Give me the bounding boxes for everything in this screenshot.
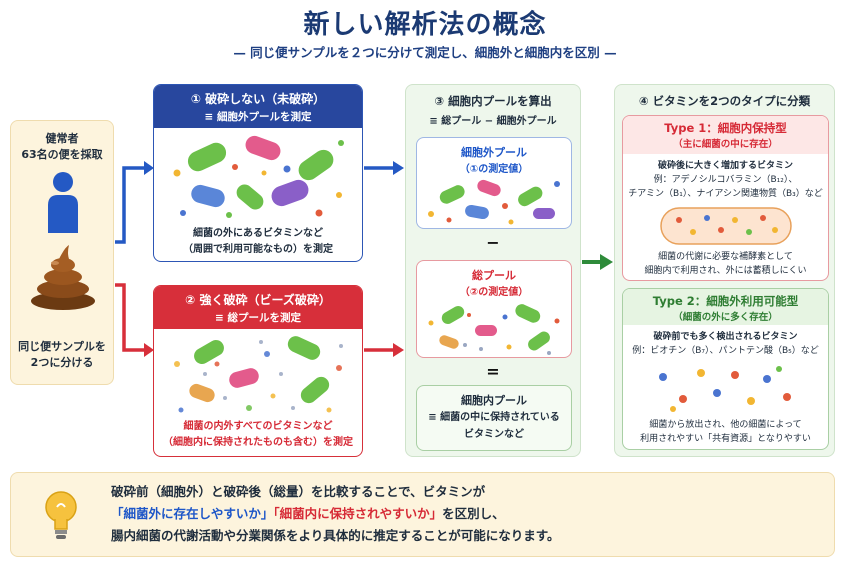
broken-definition: ≡ 総プールを測定 xyxy=(215,312,301,324)
broken-desc-1: 細菌の内外すべてのビタミンなど xyxy=(183,421,333,432)
bacteria-illustration-broken xyxy=(174,336,343,413)
type1-line-5: 細胞内で利用され、外には蓄積しにくい xyxy=(644,266,807,276)
vitamin-dot-icon xyxy=(659,366,791,412)
summary-extracellular-phrase: 「細菌外に存在しやすいか」 xyxy=(111,506,274,521)
split-label-2: 2つに分ける xyxy=(30,356,94,369)
type1-header: Type 1：細胞内保持型 （主に細菌の中に存在） xyxy=(623,116,828,154)
subject-label: 健常者 xyxy=(45,132,79,145)
type1-title: Type 1：細胞内保持型 xyxy=(664,121,787,135)
broken-header: ② 強く破砕（ビーズ破砕） ≡ 総プールを測定 xyxy=(154,286,362,329)
bacteria-icon xyxy=(428,304,560,355)
calc-formula: ≡ 総プール − 細胞外プール xyxy=(429,116,557,127)
minus-operator: − xyxy=(486,233,500,252)
bacteria-icon xyxy=(189,336,330,404)
summary-line-2-rest: を区別し、 xyxy=(442,506,505,521)
lightbulb-icon xyxy=(45,491,77,539)
summary-panel: 破砕前（細胞外）と破砕後（総量）を比較することで、ビタミンが 「細菌外に存在しや… xyxy=(10,472,835,557)
intracellular-pool-line-2: ビタミンなど xyxy=(464,429,524,440)
classification-title: ④ ビタミンを2つのタイプに分類 xyxy=(638,94,811,108)
calc-title: ③ 細胞内プールを算出 xyxy=(434,94,552,108)
total-pool-card: 総プール （②の測定値） xyxy=(416,260,572,358)
classification-panel: ④ ビタミンを2つのタイプに分類 Type 1：細胞内保持型 （主に細菌の中に存… xyxy=(614,84,835,457)
sample-count-label: 63名の便を採取 xyxy=(21,148,103,161)
type1-card: Type 1：細胞内保持型 （主に細菌の中に存在） 破砕後に大きく増加するビタミ… xyxy=(622,115,829,281)
page-subtitle: — 同じ便サンプルを２つに分けて測定し、細胞外と細胞内を区別 — xyxy=(233,45,617,60)
unbroken-header: ① 破砕しない（未破砕） ≡ 細胞外プールを測定 xyxy=(154,85,362,128)
summary-intracellular-phrase: 「細菌内に保持されやすいか」 xyxy=(273,506,443,521)
intracellular-pool-line-1: ≡ 細菌の中に保持されている xyxy=(428,412,560,423)
broken-box: ② 強く破砕（ビーズ破砕） ≡ 総プールを測定 細菌の内外すべてのビタミンなど … xyxy=(153,285,363,457)
total-pool-sub: （②の測定値） xyxy=(459,287,529,298)
unbroken-desc-2: （周囲で利用可能なもの）を測定 xyxy=(183,244,333,255)
type1-line-1: 破砕後に大きく増加するビタミン xyxy=(657,161,793,171)
summary-line-2: 「細菌外に存在しやすいか」「細菌内に保持されやすいか」を区別し、 xyxy=(111,504,505,524)
extracellular-pool-card: 細胞外プール （①の測定値） xyxy=(416,137,572,229)
arrow-head-col3-red xyxy=(393,343,404,357)
extracellular-pool-title: 細胞外プール xyxy=(461,146,527,159)
type2-title: Type 2：細胞外利用可能型 xyxy=(652,294,799,308)
arrow-head-box2 xyxy=(144,343,154,357)
sample-panel: 健常者 63名の便を採取 同じ便サンプルを 2つに分ける xyxy=(10,120,114,385)
broken-title: ② 強く破砕（ビーズ破砕） xyxy=(185,293,331,307)
type2-card: Type 2：細胞外利用可能型 （細菌の外に多く存在） 破砕前でも多く検出される… xyxy=(622,288,829,450)
fragment-dots xyxy=(174,340,343,413)
vitamin-dot-icon xyxy=(173,140,344,218)
type2-line-4: 利用されやすい「共有資源」となりやすい xyxy=(640,434,811,444)
broken-desc-2: （細胞内に保持されたものも含む）を測定 xyxy=(163,437,353,448)
summary-line-3: 腸内細菌の代謝活動や分業関係をより具体的に推定することが可能になります。 xyxy=(111,528,560,543)
type1-sub: （主に細菌の中に存在） xyxy=(673,139,778,150)
unbroken-definition: ≡ 細胞外プールを測定 xyxy=(204,111,312,123)
type1-line-3: チアミン（B₁）、ナイアシン関連物質（B₃）など xyxy=(628,189,823,199)
arrow-to-box2 xyxy=(115,283,144,352)
stool-icon xyxy=(31,245,95,310)
type2-line-1: 破砕前でも多く検出されるビタミン xyxy=(653,332,798,342)
bacteria-icon xyxy=(428,179,560,225)
type2-line-3: 細菌から放出され、他の細菌によって xyxy=(649,420,802,430)
bacteria-icon xyxy=(187,135,334,210)
bacteria-illustration-intact xyxy=(173,135,344,218)
person-icon xyxy=(48,172,78,233)
page-title: 新しい解析法の概念 xyxy=(303,10,547,40)
total-pool-title: 総プール xyxy=(472,269,516,282)
unbroken-box: ① 破砕しない（未破砕） ≡ 細胞外プールを測定 細菌の外にあるビタミンなど （… xyxy=(153,84,363,262)
summary-line-1: 破砕前（細胞外）と破砕後（総量）を比較することで、ビタミンが xyxy=(111,484,486,499)
intracellular-pool-title: 細胞内プール xyxy=(461,394,527,407)
equals-operator: = xyxy=(486,362,500,381)
type1-line-2: 例：アデノシルコバラミン（B₁₂）、 xyxy=(653,175,798,185)
arrow-head-col4 xyxy=(600,254,613,270)
extracellular-pool-sub: （①の測定値） xyxy=(459,164,529,175)
intracellular-calc-panel: ③ 細胞内プールを算出 ≡ 総プール − 細胞外プール 細胞外プール （①の測定… xyxy=(405,84,581,457)
unbroken-title: ① 破砕しない（未破砕） xyxy=(190,92,326,106)
unbroken-desc-1: 細菌の外にあるビタミンなど xyxy=(193,228,323,239)
type2-header: Type 2：細胞外利用可能型 （細菌の外に多く存在） xyxy=(623,289,828,325)
arrow-head-box1 xyxy=(144,161,154,175)
split-label-1: 同じ便サンプルを xyxy=(18,340,106,353)
arrow-to-box1 xyxy=(115,166,144,244)
intracellular-pool-card: 細胞内プール ≡ 細菌の中に保持されている ビタミンなど xyxy=(416,385,572,451)
type1-line-4: 細菌の代謝に必要な補酵素として xyxy=(658,252,793,262)
arrow-head-col3-blue xyxy=(393,161,404,175)
bacterium-cell-icon xyxy=(660,207,792,245)
type2-line-2: 例：ビオチン（B₇）、パントテン酸（B₅）など xyxy=(632,346,819,356)
type2-sub: （細菌の外に多く存在） xyxy=(673,312,778,323)
